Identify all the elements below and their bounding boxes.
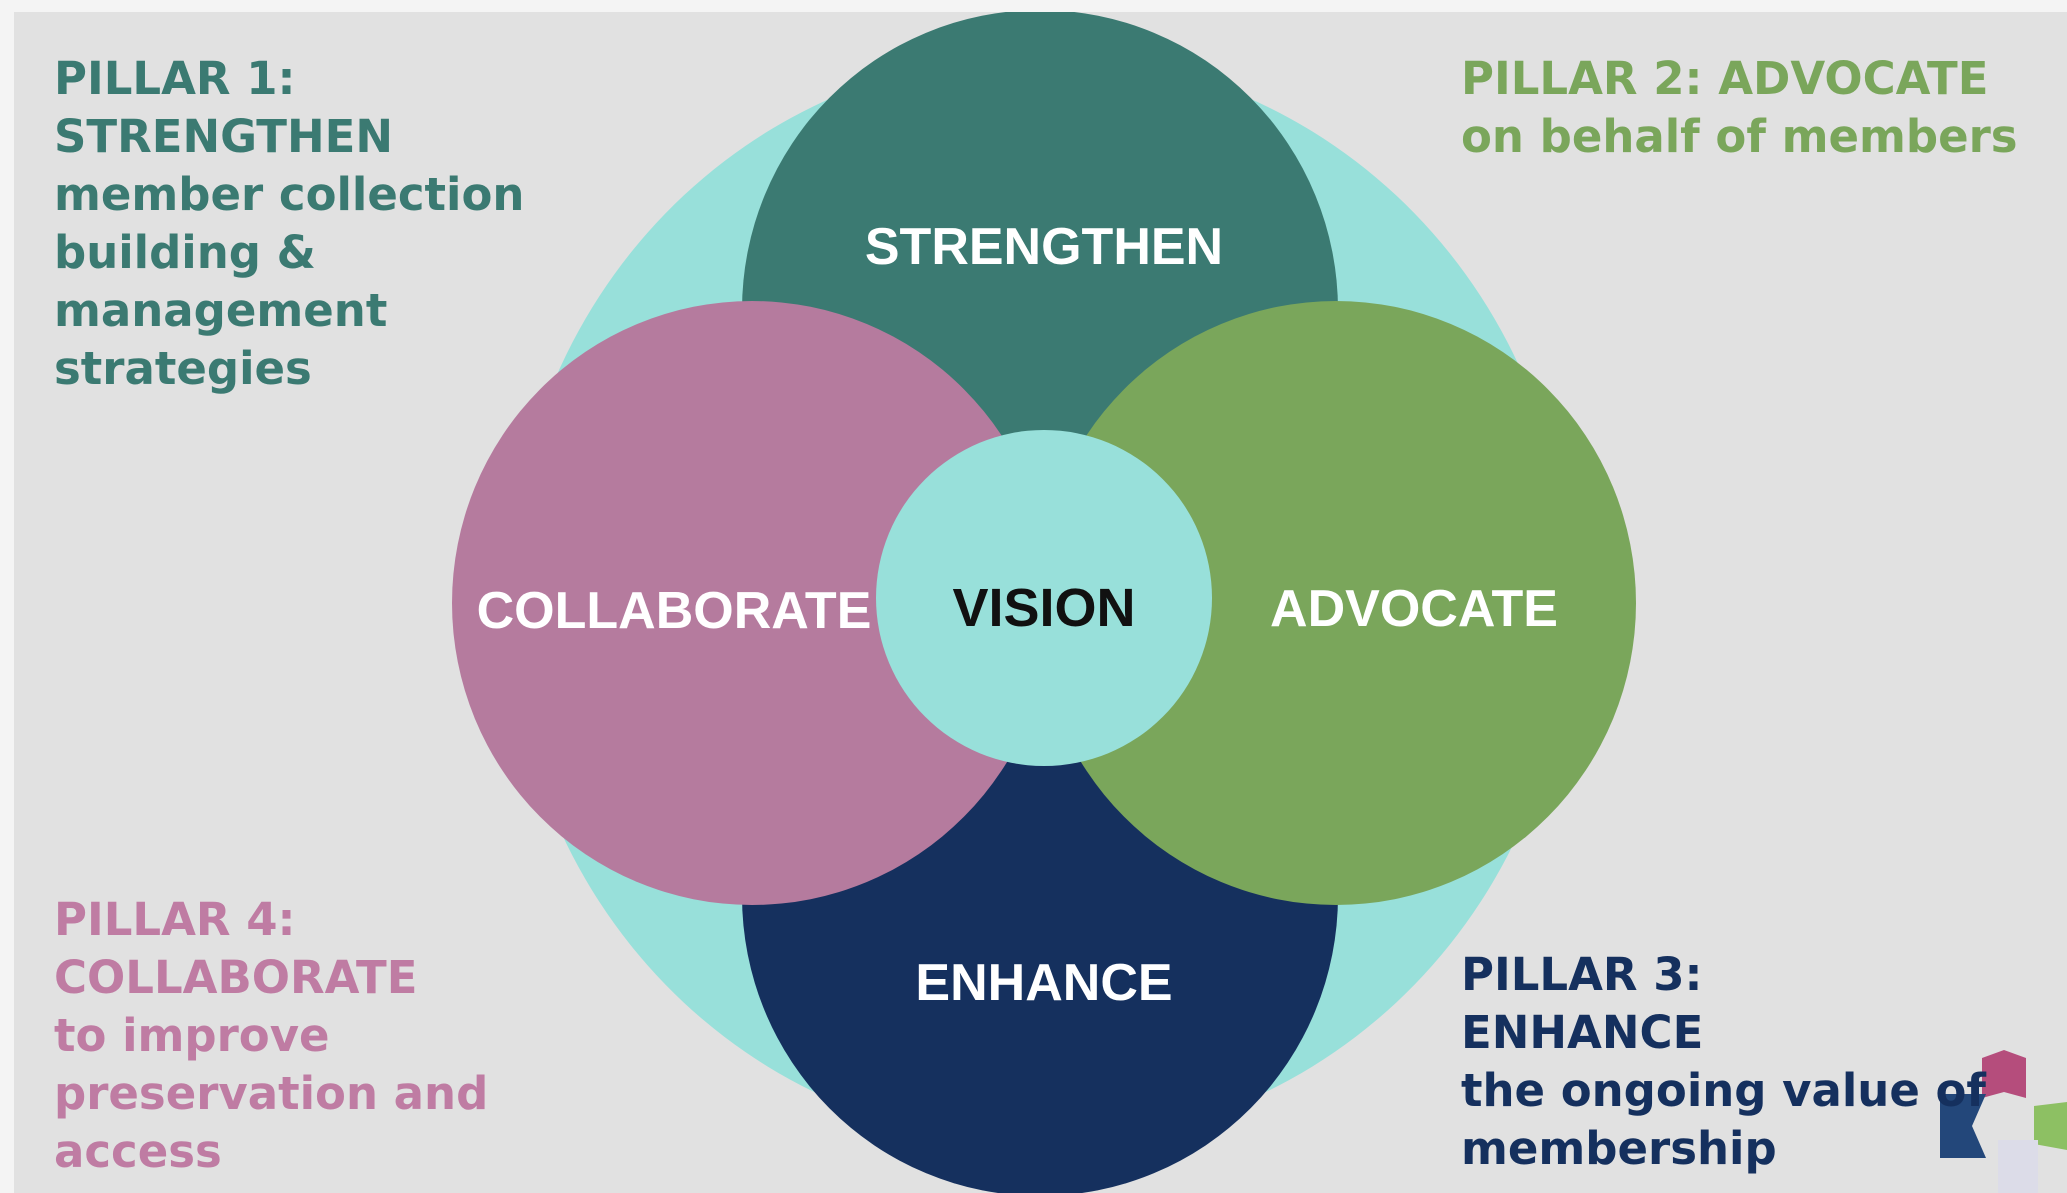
pillar-1-desc-line: management (54, 284, 388, 337)
pillar-2-text: PILLAR 2: ADVOCATE on behalf of members (1461, 50, 2018, 166)
vision-label: VISION (952, 578, 1135, 638)
pillar-1-desc-line: member collection (54, 168, 525, 221)
pillars-diagram: STRENGTHEN COLLABORATE VISION ADVOCATE E… (452, 12, 2067, 1193)
pillar-4-desc-line: to improve (54, 1009, 330, 1062)
pillar-4-desc-line: preservation and (54, 1067, 489, 1120)
pillar-3-desc-line: the ongoing value of (1461, 1064, 1986, 1117)
pillar-1-desc-line: building & (54, 226, 316, 279)
pillar-4-title: COLLABORATE (54, 951, 418, 1004)
pillar-3-heading: PILLAR 3: (1461, 948, 1703, 1001)
strengthen-label: STRENGTHEN (865, 218, 1223, 276)
pillar-1-desc-line: strategies (54, 342, 312, 395)
pillar-2-heading: PILLAR 2: ADVOCATE (1461, 52, 1989, 105)
pillar-4-heading: PILLAR 4: (54, 893, 296, 946)
pillar-3-text: PILLAR 3: ENHANCE the ongoing value of m… (1461, 946, 1986, 1178)
pillar-1-text: PILLAR 1: STRENGTHEN member collection b… (54, 50, 524, 398)
enhance-label: ENHANCE (915, 954, 1172, 1012)
pillar-3-title: ENHANCE (1461, 1006, 1704, 1059)
vision-circle (876, 430, 1212, 766)
pillar-4-desc-line: access (54, 1125, 222, 1178)
pillar-2-desc-line: on behalf of members (1461, 110, 2018, 163)
network-logo-icon (1940, 1050, 2067, 1193)
pillar-1-title: STRENGTHEN (54, 110, 394, 163)
slide: STRENGTHEN COLLABORATE VISION ADVOCATE E… (14, 12, 2067, 1193)
collaborate-label: COLLABORATE (477, 582, 872, 640)
advocate-label: ADVOCATE (1270, 580, 1558, 638)
pillar-4-text: PILLAR 4: COLLABORATE to improve preserv… (54, 891, 488, 1181)
advocate-circle (1036, 301, 1636, 905)
pillar-1-heading: PILLAR 1: (54, 52, 296, 105)
collaborate-circle (452, 301, 1052, 905)
pillar-3-desc-line: membership (1461, 1122, 1777, 1175)
